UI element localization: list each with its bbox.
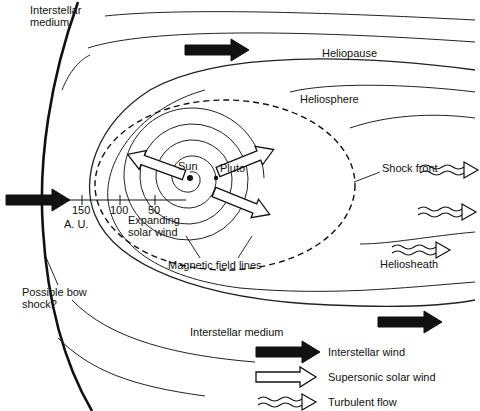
flow-label: Expanding solar wind xyxy=(128,214,200,238)
legend-text: Turbulent flow xyxy=(328,396,397,408)
solar-wind-arrow xyxy=(210,183,273,224)
body-label: Pluto xyxy=(220,162,245,174)
leader-line xyxy=(45,172,380,285)
interstellar-arrow xyxy=(6,189,70,211)
region-label: Interstellar medium xyxy=(190,326,284,338)
boundary-label: Possible bow shock? xyxy=(22,286,94,310)
legend-sample xyxy=(258,394,316,410)
body-label: Sun xyxy=(178,160,198,172)
au-scale xyxy=(55,195,186,205)
solar-wind-arrow xyxy=(124,145,187,184)
heliopause-line xyxy=(90,59,475,306)
shock-front xyxy=(95,100,355,270)
solar-wind-arrow xyxy=(214,140,277,181)
scale-number: 100 xyxy=(110,204,128,216)
bow-shock xyxy=(42,2,92,411)
interstellar-arrow xyxy=(378,311,442,333)
pluto-dot xyxy=(214,176,218,180)
boundary-label: Shock front xyxy=(382,162,438,174)
scale-number: 150 xyxy=(72,204,90,216)
legend-sample xyxy=(256,341,320,363)
region-label: Interstellar medium xyxy=(30,4,100,28)
scale-unit: A. U. xyxy=(64,218,88,230)
interstellar-arrow xyxy=(185,39,249,61)
streamlines xyxy=(58,12,475,396)
field-spiral xyxy=(124,108,264,240)
turbulent-arrow xyxy=(418,204,476,220)
turbulent-arrow xyxy=(392,242,450,258)
field-label: Magnetic field lines xyxy=(168,259,262,271)
sun-dot xyxy=(187,175,193,181)
legend-sample xyxy=(256,367,316,387)
boundary-label: Heliopause xyxy=(322,47,377,59)
region-label: Heliosphere xyxy=(300,93,359,105)
region-label: Heliosheath xyxy=(380,258,438,270)
legend-text: Interstellar wind xyxy=(328,346,405,358)
legend-text: Supersonic solar wind xyxy=(328,371,436,383)
